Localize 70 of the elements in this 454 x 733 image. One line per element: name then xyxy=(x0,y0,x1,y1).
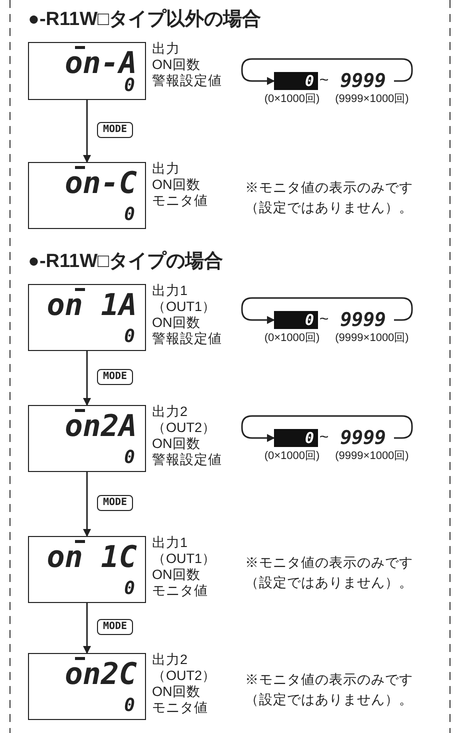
range-caption: (0×1000回) xyxy=(264,450,320,463)
display-caption: 出力2 xyxy=(152,404,189,420)
arrow xyxy=(241,297,413,324)
range-caption: (9999×1000回) xyxy=(335,450,409,463)
lcd-display xyxy=(28,653,146,720)
display-caption: ON回数 xyxy=(152,684,202,700)
display-caption: ON回数 xyxy=(152,315,202,331)
section-heading: ●-R11W□タイプの場合 xyxy=(28,250,224,274)
lcd-display xyxy=(28,405,146,472)
lcd-display xyxy=(28,162,146,229)
arrow xyxy=(83,603,91,654)
note-text: ※モニタ値の表示のみです（設定ではありません）。 xyxy=(245,179,413,217)
display-caption: 出力1 xyxy=(152,535,189,551)
display-caption: 出力 xyxy=(152,161,181,177)
display-caption: ON回数 xyxy=(152,436,202,452)
display-readout: on2C xyxy=(64,659,137,691)
display-value: 0 xyxy=(124,205,135,225)
display-caption: 出力1 xyxy=(152,283,189,299)
lcd-display xyxy=(28,284,146,351)
range-value: 9999 xyxy=(330,309,390,331)
display-value: 0 xyxy=(124,327,135,347)
mode-key-label: MODE xyxy=(97,619,134,635)
display-caption: （OUT2） xyxy=(152,420,218,436)
display-caption: ON回数 xyxy=(152,57,202,73)
display-caption: モニタ値 xyxy=(152,583,209,599)
display-caption: 警報設定値 xyxy=(152,73,222,89)
display-caption: ON回数 xyxy=(152,567,202,583)
lcd-display xyxy=(28,536,146,603)
arrow xyxy=(83,351,91,406)
display-caption: 出力2 xyxy=(152,652,189,668)
display-caption: （OUT1） xyxy=(152,551,216,567)
highlighted-value: 0 xyxy=(274,311,318,329)
range-value: 9999 xyxy=(330,427,390,449)
range-caption: (0×1000回) xyxy=(264,332,320,345)
display-caption: （OUT2） xyxy=(152,668,216,684)
display-value: 0 xyxy=(124,448,135,468)
range-caption: (0×1000回) xyxy=(264,93,320,106)
range-caption: (9999×1000回) xyxy=(335,93,409,106)
mode-key-label: MODE xyxy=(97,369,134,385)
display-caption: 警報設定値 xyxy=(152,331,222,347)
display-caption: 警報設定値 xyxy=(152,452,222,468)
display-caption: モニタ値 xyxy=(152,700,209,716)
mode-key-label: MODE xyxy=(97,122,134,138)
range-tilde: ~ xyxy=(318,71,330,91)
highlighted-value: 0 xyxy=(274,72,318,90)
display-caption: モニタ値 xyxy=(152,193,208,209)
mode-key-label: MODE xyxy=(97,495,134,511)
arrow xyxy=(241,58,413,85)
display-readout: on2A xyxy=(64,411,137,443)
highlighted-value: 0 xyxy=(274,429,318,447)
range-value: 9999 xyxy=(330,70,390,92)
arrow xyxy=(83,100,91,163)
note-text: ※モニタ値の表示のみです（設定ではありません）。 xyxy=(245,554,413,592)
section-heading: ●-R11W□タイプ以外の場合 xyxy=(28,8,262,32)
display-readout: on 1A xyxy=(46,290,137,322)
display-value: 0 xyxy=(124,579,135,599)
display-caption: （OUT1） xyxy=(152,299,218,315)
arrow xyxy=(83,472,91,537)
display-readout: on 1C xyxy=(46,542,137,574)
display-value: 0 xyxy=(124,76,135,96)
note-text: ※モニタ値の表示のみです（設定ではありません）。 xyxy=(245,671,413,709)
range-tilde: ~ xyxy=(318,428,330,448)
display-value: 0 xyxy=(124,696,135,716)
range-tilde: ~ xyxy=(318,310,330,330)
lcd-display xyxy=(28,42,146,100)
display-readout: on-C xyxy=(64,168,137,200)
arrow xyxy=(241,415,413,442)
display-caption: ON回数 xyxy=(152,177,202,193)
display-caption: 出力 xyxy=(152,41,181,57)
range-caption: (9999×1000回) xyxy=(335,332,409,345)
